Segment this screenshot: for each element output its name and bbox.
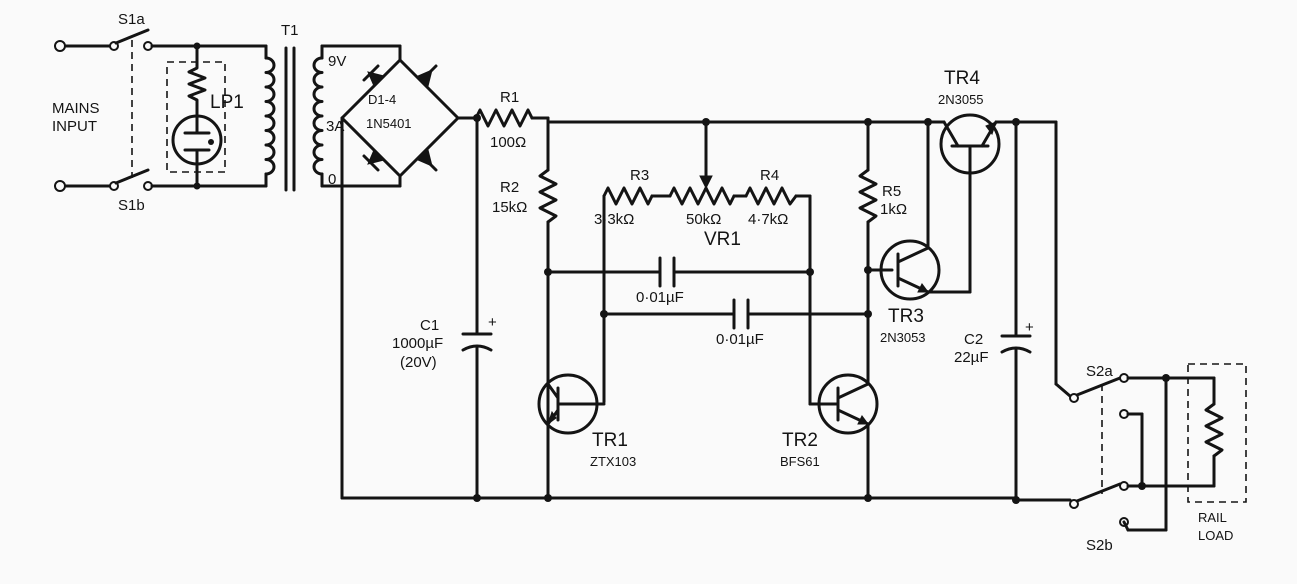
s1a-label: S1a — [118, 11, 145, 28]
r2-ref-label: R2 — [500, 179, 519, 196]
resistor-r2: R2 15kΩ — [492, 120, 558, 500]
mains-terminal-neutral — [54, 180, 66, 192]
c2-polarity: + — [1025, 319, 1034, 336]
switch-s1: S1a S1b — [109, 11, 268, 214]
tr3-ref-label: TR3 — [888, 306, 924, 327]
r3-ref-label: R3 — [630, 167, 649, 184]
r5-value-label: 1kΩ — [880, 201, 907, 218]
rectifier-part-label: 1N5401 — [366, 116, 412, 131]
c1-ref-label: C1 — [420, 317, 439, 334]
r1-value-label: 100Ω — [490, 134, 526, 151]
bridge-rectifier-d1-4: D1-4 1N5401 — [320, 44, 460, 500]
transformer-t1: T1 9V 3A 0 — [264, 22, 346, 192]
bias-network: R3 3·3kΩ 50kΩ VR1 R4 4·7kΩ — [594, 120, 812, 404]
vr1-ref-label: VR1 — [704, 229, 741, 250]
potentiometer-vr1 — [668, 186, 736, 206]
r1-ref-label: R1 — [500, 89, 519, 106]
s2a-label: S2a — [1086, 363, 1113, 380]
tr1-ref-label: TR1 — [592, 430, 628, 451]
s1b-label: S1b — [118, 197, 145, 214]
r4-value-label: 4·7kΩ — [748, 211, 788, 228]
vr1-wiper-arrow — [699, 175, 713, 190]
vr1-value-label: 50kΩ — [686, 211, 721, 228]
c2-ref-label: C2 — [964, 331, 983, 348]
cap-a-value-label: 0·01µF — [636, 289, 684, 306]
resistor-r1 — [474, 108, 534, 128]
tap-9v-label: 9V — [328, 53, 346, 70]
capacitor-c1: + C1 1000µF (20V) — [392, 114, 497, 502]
switch-s2: S2a S2b — [1054, 120, 1216, 554]
lp1-label: LP1 — [210, 92, 244, 113]
transistor-tr4: TR4 2N3055 — [926, 68, 1058, 294]
t1-label: T1 — [281, 22, 299, 39]
r3-value-label: 3·3kΩ — [594, 211, 634, 228]
tr2-ref-label: TR2 — [782, 430, 818, 451]
tap-3a-label: 3A — [326, 118, 344, 135]
r4-ref-label: R4 — [760, 167, 779, 184]
tr2-part-label: BFS61 — [780, 454, 820, 469]
mains-input: MAINS INPUT — [52, 40, 114, 192]
load-label-1: RAIL — [1198, 510, 1227, 525]
positive-rail: R1 100Ω — [456, 89, 932, 151]
neon-lamp-lp1: LP1 — [166, 42, 244, 190]
transistor-tr3: TR3 2N3053 — [866, 120, 972, 345]
tr4-part-label: 2N3055 — [938, 92, 984, 107]
capacitor-lower: 0·01µF — [600, 298, 872, 348]
cap-b-value-label: 0·01µF — [716, 331, 764, 348]
mains-terminal-live — [54, 40, 66, 52]
r5-ref-label: R5 — [882, 183, 901, 200]
transistor-tr1: TR1 ZTX103 — [537, 373, 636, 469]
rail-load: RAIL LOAD — [1187, 363, 1247, 543]
load-label-2: LOAD — [1198, 528, 1233, 543]
tr4-ref-label: TR4 — [944, 68, 980, 89]
resistor-r3 — [602, 186, 654, 206]
resistor-r4 — [744, 186, 798, 206]
s2b-label: S2b — [1086, 537, 1113, 554]
transistor-tr2: TR2 BFS61 — [780, 373, 879, 469]
c1-rating-label: (20V) — [400, 354, 437, 371]
c1-value-label: 1000µF — [392, 335, 443, 352]
capacitor-c2: + C2 22µF — [954, 120, 1034, 504]
c2-value-label: 22µF — [954, 349, 989, 366]
tap-0-label: 0 — [328, 171, 336, 188]
capacitor-upper: 0·01µF — [546, 256, 814, 394]
mains-label-1: MAINS — [52, 100, 100, 117]
c1-polarity: + — [488, 314, 497, 331]
tr3-part-label: 2N3053 — [880, 330, 926, 345]
mains-label-2: INPUT — [52, 118, 97, 135]
tr1-part-label: ZTX103 — [590, 454, 636, 469]
resistor-r5: R5 1kΩ — [858, 120, 907, 500]
rectifier-ref-label: D1-4 — [368, 92, 396, 107]
r2-value-label: 15kΩ — [492, 199, 527, 216]
ground-rail — [340, 494, 1072, 502]
